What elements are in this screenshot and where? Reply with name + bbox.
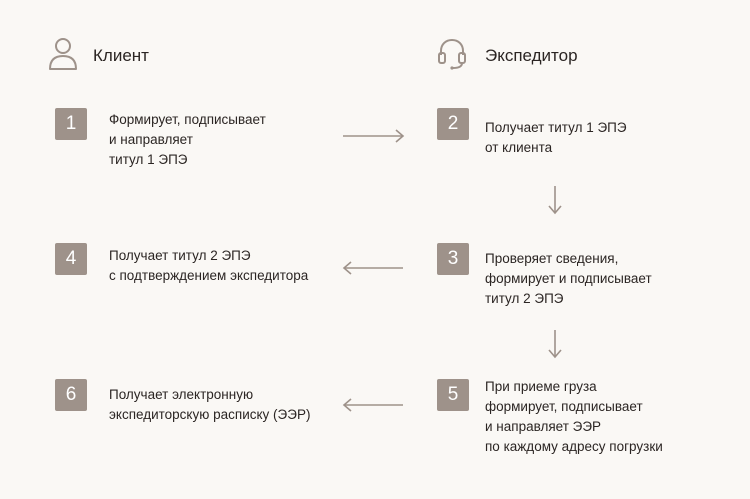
step-3-badge: 3	[437, 243, 469, 275]
step-4-line-1: Получает титул 2 ЭПЭ	[109, 248, 251, 263]
arrow-left-5-to-6	[342, 398, 403, 412]
step-2-line-2: от клиента	[485, 140, 553, 155]
arrow-left-3-to-4	[342, 261, 403, 275]
step-1-line-3: титул 1 ЭПЭ	[109, 152, 188, 167]
step-3-line-2: формирует и подписывает	[485, 271, 652, 286]
step-3-text: Проверяет сведения, формирует и подписыв…	[485, 249, 652, 309]
step-6-badge: 6	[55, 379, 87, 411]
step-1-line-2: и направляет	[109, 132, 193, 147]
arrow-down-3-to-5	[548, 330, 562, 359]
step-1-line-1: Формирует, подписывает	[109, 112, 266, 127]
forwarder-column-title: Экспедитор	[485, 46, 578, 65]
step-6-line-1: Получает электронную	[109, 387, 254, 402]
step-5-line-2: формирует, подписывает	[485, 399, 643, 414]
headset-icon	[437, 37, 467, 71]
step-1-text: Формирует, подписывает и направляет титу…	[109, 110, 266, 170]
step-4-line-2: с подтверждением экспедитора	[109, 268, 309, 283]
step-5-line-1: При приеме груза	[485, 379, 597, 394]
step-2-line-1: Получает титул 1 ЭПЭ	[485, 120, 627, 135]
client-column-title: Клиент	[93, 46, 149, 65]
step-3-line-3: титул 2 ЭПЭ	[485, 291, 564, 306]
step-6-line-2: экспедиторскую расписку (ЭЭР)	[109, 407, 311, 422]
step-5-line-3: и направляет ЭЭР	[485, 419, 602, 434]
step-2-badge: 2	[437, 108, 469, 140]
step-5-text: При приеме груза формирует, подписывает …	[485, 377, 663, 457]
step-4-text: Получает титул 2 ЭПЭ с подтверждением эк…	[109, 246, 308, 286]
step-6-text: Получает электронную экспедиторскую расп…	[109, 385, 310, 425]
step-5-badge: 5	[437, 379, 469, 411]
step-3-line-1: Проверяет сведения,	[485, 251, 619, 266]
step-2-text: Получает титул 1 ЭПЭ от клиента	[485, 118, 627, 158]
step-5-line-4: по каждому адресу погрузки	[485, 439, 663, 454]
arrow-down-2-to-3	[548, 186, 562, 215]
step-1-badge: 1	[55, 108, 87, 140]
step-4-badge: 4	[55, 243, 87, 275]
user-icon	[48, 37, 78, 71]
arrow-right-1-to-2	[343, 129, 405, 143]
